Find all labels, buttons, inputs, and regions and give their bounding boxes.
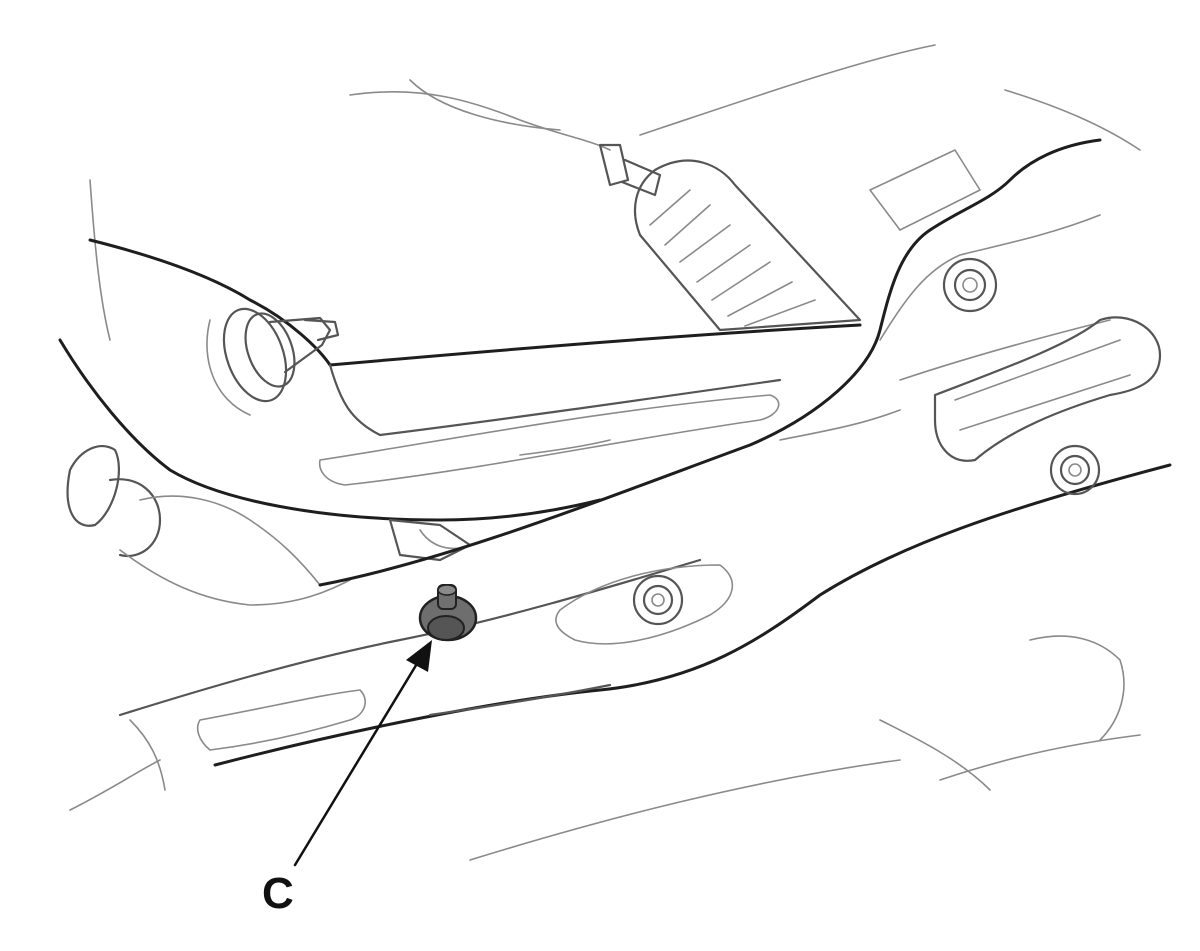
bolt-upper-right [942, 257, 998, 313]
callout-arrow [293, 640, 432, 867]
fastener-c [418, 584, 478, 642]
ball-joint [206, 307, 340, 416]
background-contours [69, 44, 1141, 861]
lower-arm [58, 238, 862, 522]
bolt-center [632, 574, 684, 626]
subframe-slot [933, 316, 1162, 462]
lower-left-components [66, 444, 472, 606]
subframe [118, 138, 1172, 791]
bolt-right [1049, 444, 1101, 496]
tie-rod-assembly [349, 79, 862, 332]
subframe-bolts [632, 257, 1101, 626]
callout-label-c: C [262, 869, 294, 918]
